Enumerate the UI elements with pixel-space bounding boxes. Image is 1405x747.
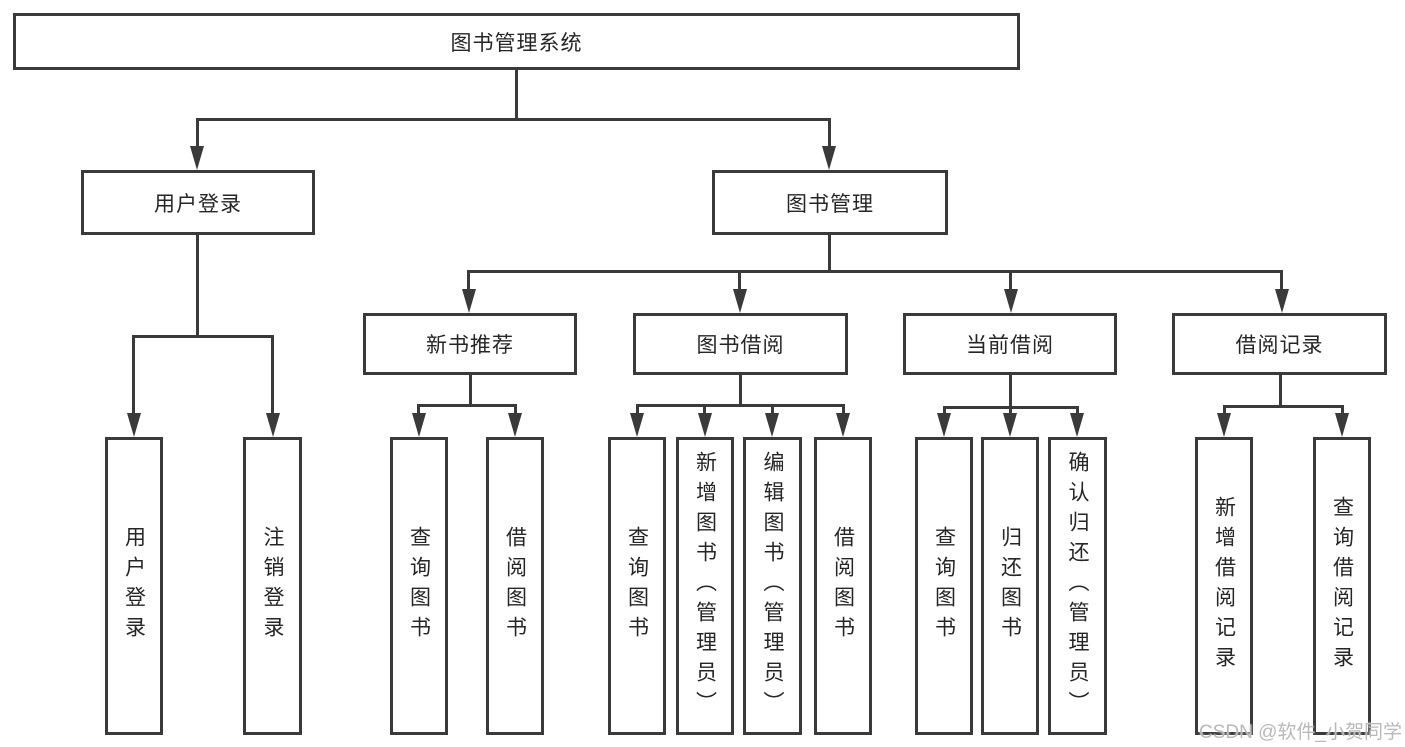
arrow-down-icon (1070, 413, 1084, 437)
leaf-edit-books-admin-label: 编辑图书（管理员） (761, 451, 784, 721)
leaf-edit-books-admin: 编辑图书（管理员） (743, 437, 802, 735)
node-current-borrowing: 当前借阅 (903, 313, 1117, 375)
leaf-return-books-label: 归还图书 (998, 526, 1022, 646)
connector-vline (842, 404, 845, 416)
connector-vline (943, 406, 946, 416)
leaf-logout: 注销登录 (243, 437, 302, 735)
leaf-query-books-current-label: 查询图书 (932, 526, 956, 646)
leaf-query-borrow-record-label: 查询借阅记录 (1330, 496, 1354, 676)
connector-hline (132, 335, 273, 338)
connector-vline (469, 375, 472, 406)
connector-vline (417, 404, 420, 416)
connector-vline (739, 375, 742, 406)
arrow-down-icon (462, 289, 476, 313)
node-borrowing-records-label: 借阅记录 (1235, 334, 1324, 357)
node-root: 图书管理系统 (13, 13, 1020, 70)
connector-vline (771, 404, 774, 416)
leaf-query-books-current: 查询图书 (915, 437, 973, 735)
arrow-down-icon (266, 413, 280, 437)
leaf-add-books-admin: 新增图书（管理员） (676, 437, 734, 735)
arrow-down-icon (822, 146, 836, 170)
leaf-query-borrow-record: 查询借阅记录 (1313, 437, 1371, 735)
arrow-down-icon (630, 413, 644, 437)
leaf-query-books-recommend-label: 查询图书 (407, 526, 431, 646)
connector-vline (1009, 375, 1012, 408)
leaf-borrow-books-borrowing: 借阅图书 (814, 437, 872, 735)
connector-vline (738, 270, 741, 292)
node-book-borrowing: 图书借阅 (633, 313, 848, 375)
watermark: CSDN @软件_小贺同学 (1199, 722, 1402, 743)
leaf-query-books-recommend: 查询图书 (390, 437, 448, 735)
node-user-login-label: 用户登录 (154, 192, 242, 216)
leaf-borrow-books-recommend-label: 借阅图书 (503, 526, 527, 646)
leaf-query-books-borrowing: 查询图书 (608, 437, 666, 735)
leaf-user-login-label: 用户登录 (122, 526, 146, 646)
leaf-user-login: 用户登录 (105, 437, 163, 735)
arrow-down-icon (127, 413, 141, 437)
leaf-query-books-borrowing-label: 查询图书 (625, 526, 649, 646)
node-book-management-label: 图书管理 (786, 192, 874, 216)
leaf-logout-label: 注销登录 (261, 526, 284, 646)
arrow-down-icon (508, 413, 522, 437)
connector-vline (828, 235, 831, 272)
connector-vline (1009, 270, 1012, 292)
connector-vline (271, 335, 274, 415)
connector-vline (132, 335, 135, 415)
leaf-return-books: 归还图书 (981, 437, 1039, 735)
connector-vline (515, 70, 518, 118)
arrow-down-icon (190, 146, 204, 170)
connector-vline (703, 404, 706, 416)
connector-hline (417, 404, 517, 407)
connector-vline (636, 404, 639, 416)
connector-vline (1279, 375, 1282, 407)
leaf-borrow-books-borrowing-label: 借阅图书 (831, 526, 855, 646)
arrow-down-icon (937, 413, 951, 437)
node-user-login: 用户登录 (81, 170, 315, 235)
connector-hline (196, 118, 830, 121)
connector-hline (467, 270, 1282, 273)
arrow-down-icon (765, 413, 779, 437)
leaf-add-borrow-record: 新增借阅记录 (1195, 437, 1253, 735)
connector-vline (828, 118, 831, 149)
arrow-down-icon (1335, 413, 1349, 437)
leaf-borrow-books-recommend: 借阅图书 (486, 437, 544, 735)
leaf-confirm-return-admin-label: 确认归还（管理员） (1066, 451, 1089, 721)
connector-vline (1341, 405, 1344, 416)
arrow-down-icon (836, 413, 850, 437)
leaf-confirm-return-admin: 确认归还（管理员） (1048, 437, 1107, 735)
node-new-book-recommendation-label: 新书推荐 (426, 334, 514, 357)
leaf-add-borrow-record-label: 新增借阅记录 (1212, 496, 1236, 676)
connector-vline (1280, 270, 1283, 292)
arrow-down-icon (733, 289, 747, 313)
node-new-book-recommendation: 新书推荐 (363, 313, 577, 375)
arrow-down-icon (698, 413, 712, 437)
connector-vline (467, 270, 470, 292)
connector-vline (1223, 405, 1226, 416)
node-borrowing-records: 借阅记录 (1172, 313, 1387, 375)
node-current-borrowing-label: 当前借阅 (966, 334, 1054, 357)
connector-hline (1223, 405, 1344, 408)
arrow-down-icon (412, 413, 426, 437)
connector-hline (636, 404, 845, 407)
node-book-management: 图书管理 (712, 170, 948, 235)
connector-vline (196, 235, 199, 337)
node-book-borrowing-label: 图书借阅 (696, 334, 785, 357)
leaf-add-books-admin-label: 新增图书（管理员） (693, 451, 717, 721)
connector-vline (1009, 406, 1012, 416)
connector-vline (1076, 406, 1079, 416)
arrow-down-icon (1275, 289, 1289, 313)
connector-vline (196, 118, 199, 149)
connector-vline (514, 404, 517, 416)
arrow-down-icon (1217, 413, 1231, 437)
arrow-down-icon (1004, 289, 1018, 313)
arrow-down-icon (1003, 413, 1017, 437)
node-root-label: 图书管理系统 (450, 31, 583, 55)
